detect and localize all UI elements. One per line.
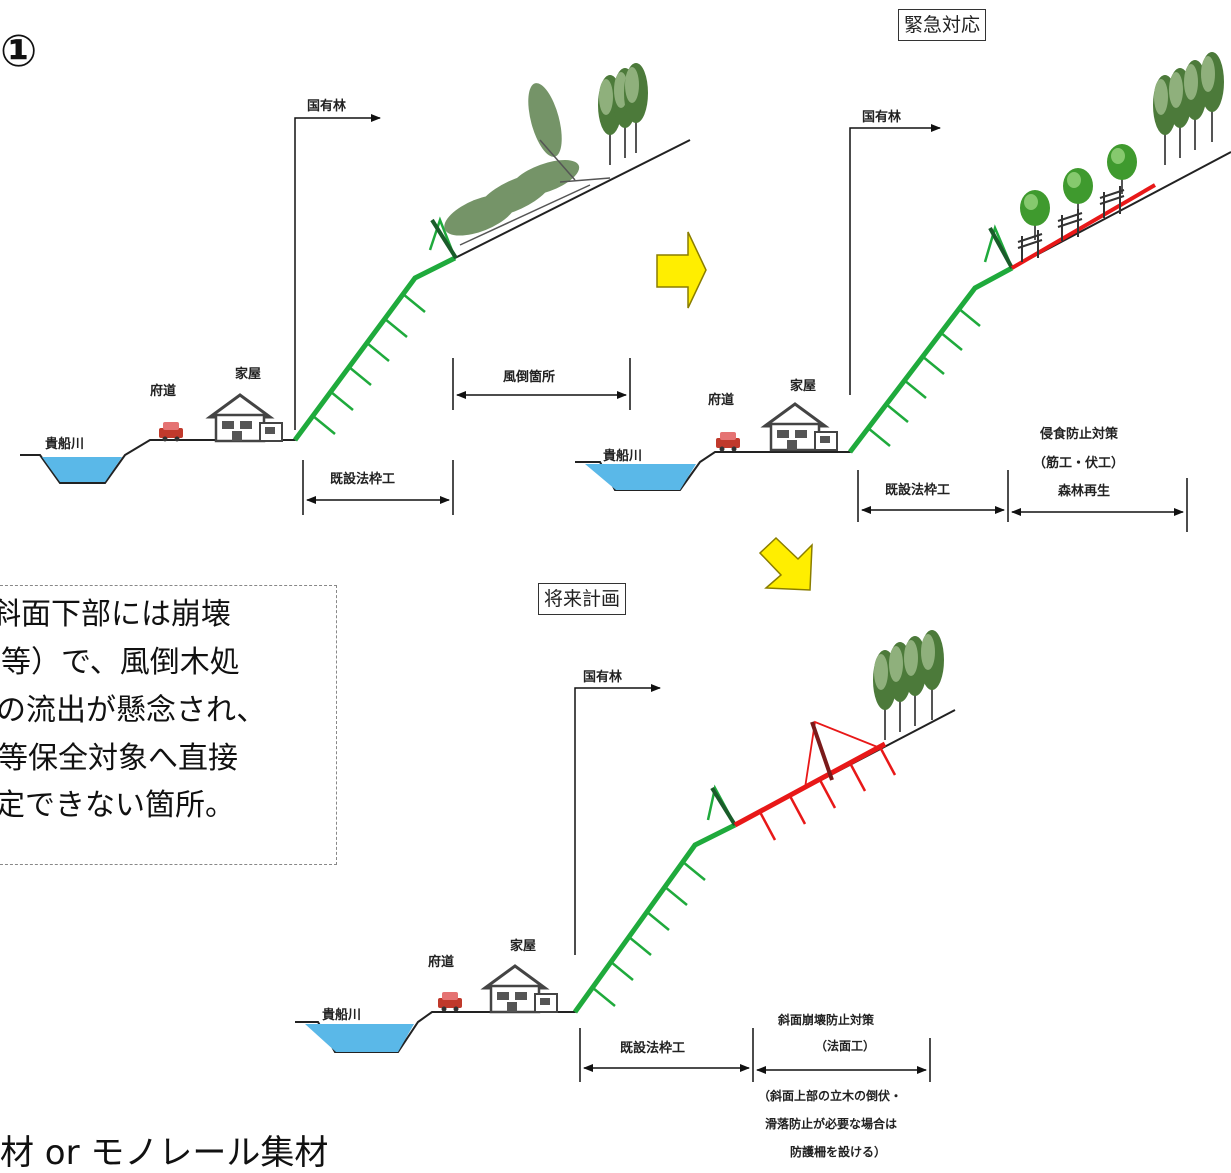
label-existing-frame: 既設法枠工: [885, 482, 950, 498]
note-box: 斜面下部には崩壊 等）で、風倒木処 の流出が懸念され、 等保全対象へ直接 定でき…: [0, 585, 337, 865]
fallen-trees: [444, 83, 580, 236]
label-erosion-3: 森林再生: [1058, 483, 1110, 499]
label-slope-1: 斜面崩壊防止対策: [777, 1012, 875, 1027]
label-note-1: （斜面上部の立木の倒伏・: [758, 1088, 902, 1103]
car-icon: [159, 422, 183, 442]
label-existing-frame: 既設法枠工: [620, 1040, 685, 1056]
figure-number: ①: [0, 26, 38, 77]
label-national-forest: 国有林: [862, 109, 901, 125]
scene-current: 国有林 家屋 府道 貴船川 風倒箇所 既設法枠工: [20, 62, 691, 515]
house-icon: [483, 964, 559, 1014]
house-icon: [208, 393, 284, 443]
label-slope-2: （法面工）: [815, 1038, 875, 1053]
label-house: 家屋: [510, 938, 536, 954]
label-house: 家屋: [790, 378, 816, 394]
label-note-2: 滑落防止が必要な場合は: [765, 1116, 897, 1131]
label-national-forest: 国有林: [583, 669, 622, 685]
note-line-5: 定できない箇所。: [0, 788, 235, 823]
label-erosion-2: （筋工・伏工）: [1033, 455, 1124, 471]
label-river: 貴船川: [45, 436, 84, 452]
car-icon: [716, 432, 740, 452]
label-road: 府道: [428, 954, 454, 970]
arrow-down-icon: [758, 536, 813, 591]
label-note-3: 防護柵を設ける）: [790, 1144, 886, 1159]
label-road: 府道: [150, 383, 176, 399]
label-river: 貴船川: [603, 448, 642, 464]
future-plan-title: 将来計画: [538, 583, 627, 615]
label-national-forest: 国有林: [307, 98, 346, 114]
label-erosion-1: 侵食防止対策: [1039, 426, 1119, 442]
arrow-right-icon: [656, 231, 707, 309]
note-line-1: 斜面下部には崩壊: [0, 597, 231, 632]
label-house: 家屋: [235, 366, 261, 382]
scene-future: 国有林 家屋 府道 貴船川 既設法枠工 斜面崩壊防止対策 （法面工） （斜面上部…: [295, 629, 956, 1159]
emergency-title: 緊急対応: [898, 9, 987, 41]
label-existing-frame: 既設法枠工: [330, 471, 395, 487]
car-icon: [438, 992, 462, 1012]
label-road: 府道: [708, 392, 734, 408]
note-line-2: 等）で、風倒木処: [1, 645, 240, 680]
bottom-text: 材 or モノレール集材: [0, 1133, 329, 1173]
river: [42, 457, 122, 482]
note-line-4: 等保全対象へ直接: [0, 741, 238, 776]
river: [305, 1024, 414, 1052]
river: [585, 464, 696, 490]
scene-emergency: 国有林 家屋 府道 貴船川 既設法枠工 侵食防止対策 （筋工・伏工） 森林再生: [575, 51, 1231, 532]
note-line-3: の流出が懸念され、: [0, 693, 267, 728]
label-windthrow: 風倒箇所: [503, 369, 555, 385]
house-icon: [763, 402, 839, 452]
label-river: 貴船川: [322, 1007, 361, 1023]
